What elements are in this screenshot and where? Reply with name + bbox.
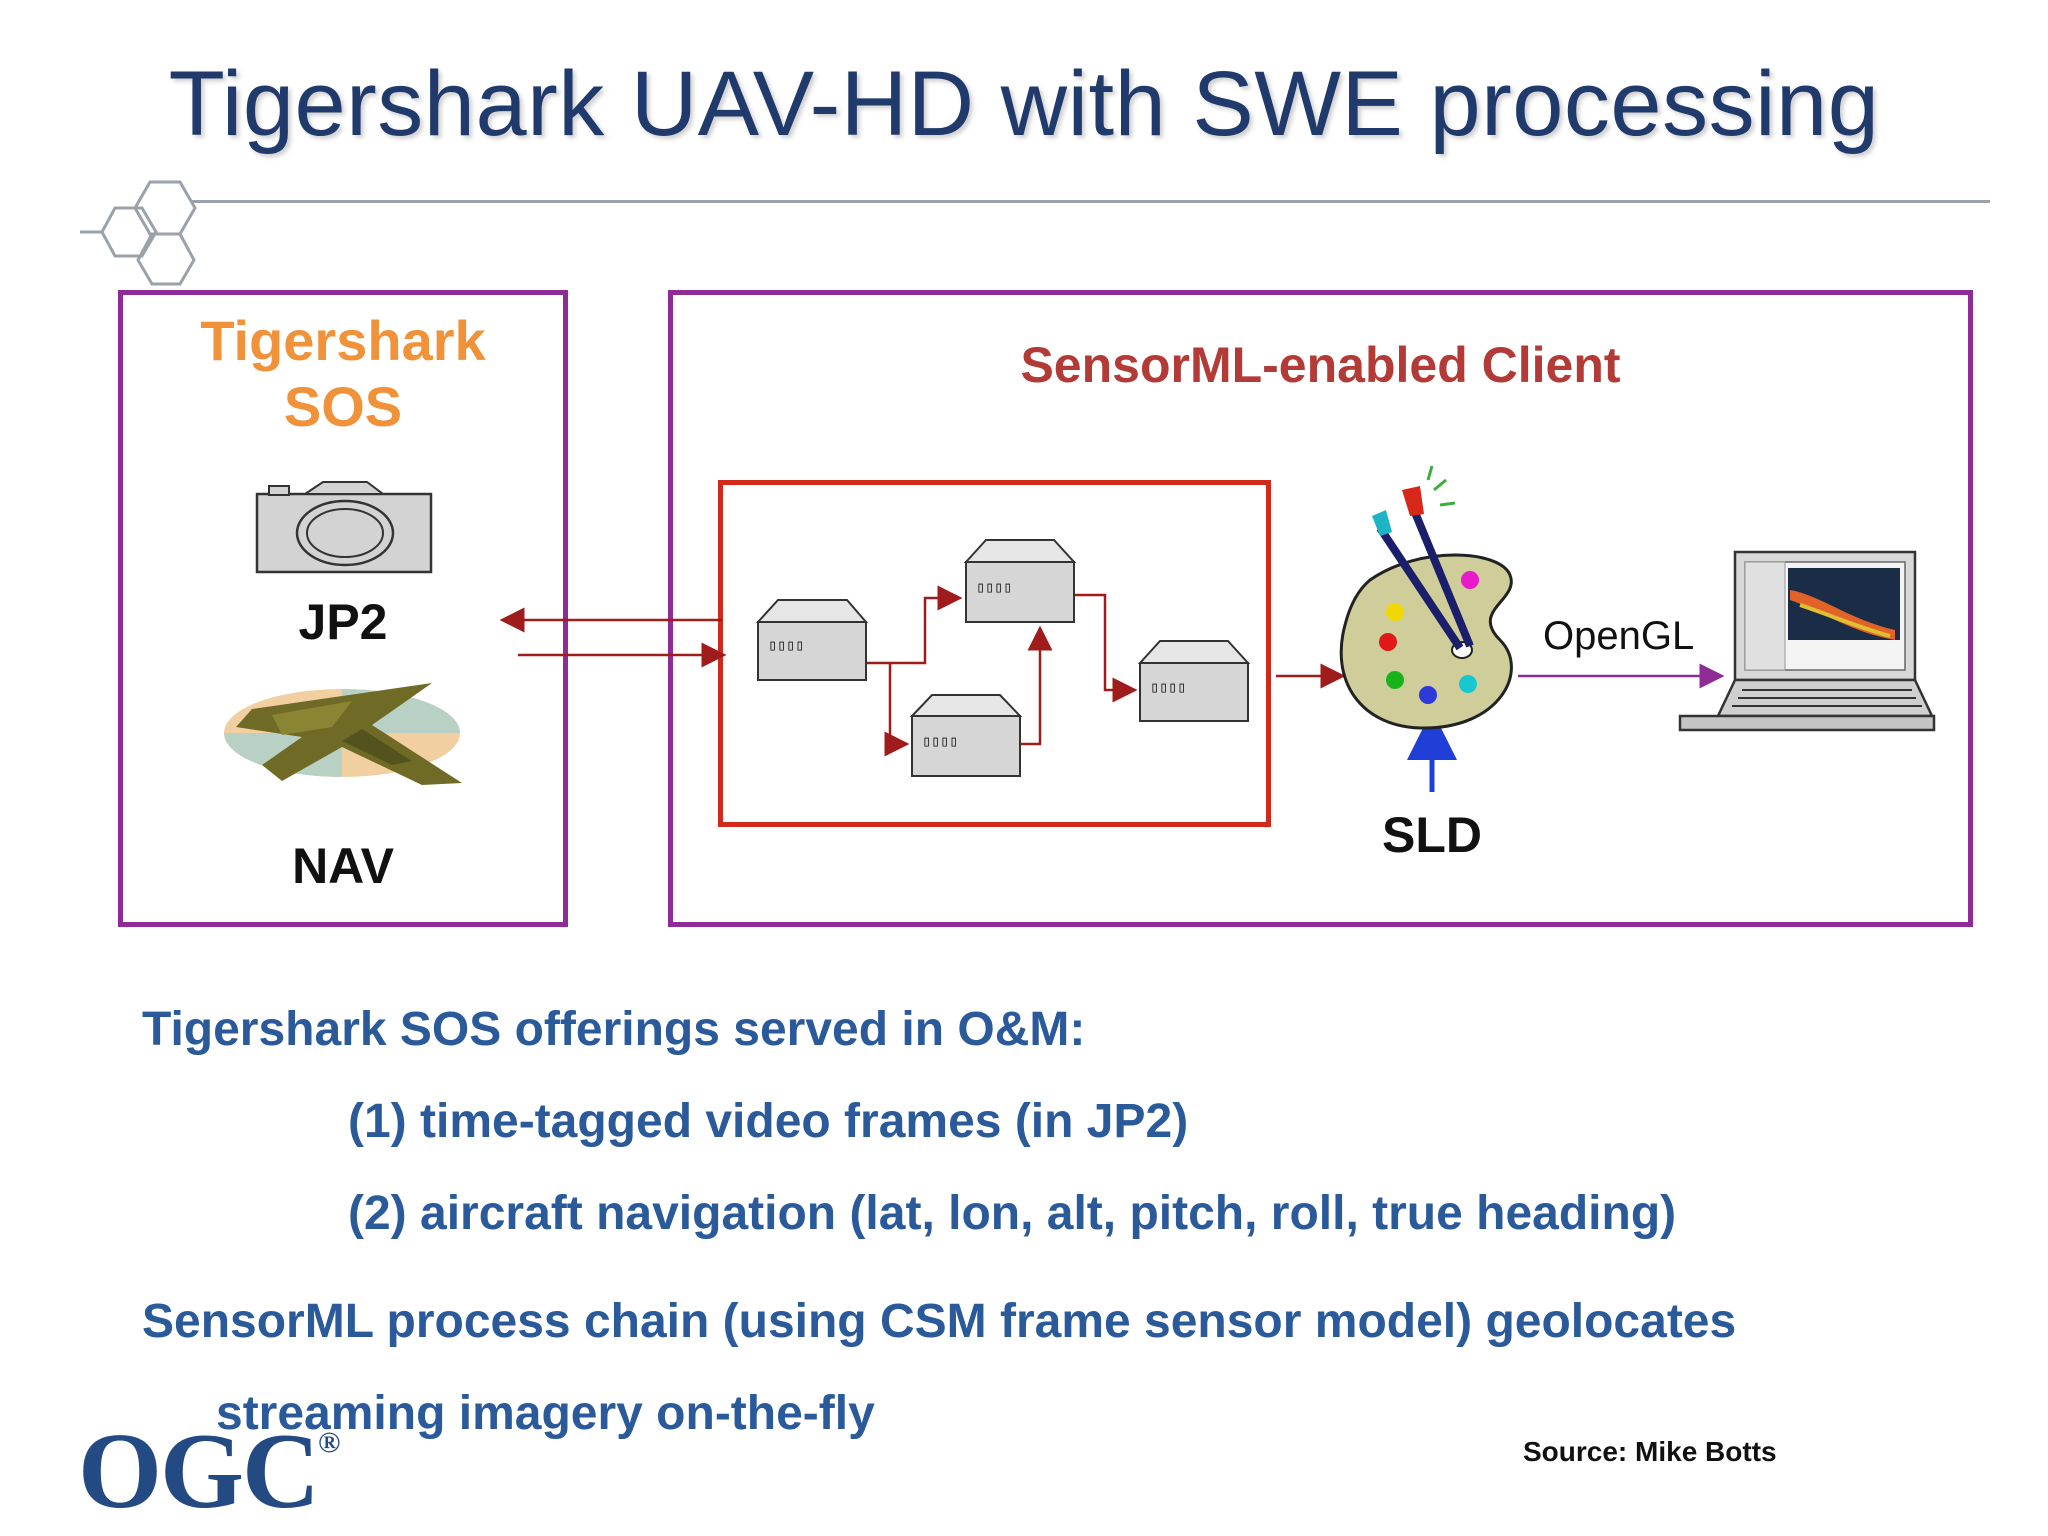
slide-title: Tigershark UAV-HD with SWE processing bbox=[168, 53, 1880, 155]
bullet-sos-offerings: Tigershark SOS offerings served in O&M: bbox=[142, 1003, 1086, 1056]
aircraft-nav-icon bbox=[224, 683, 462, 785]
camera-icon bbox=[255, 481, 433, 574]
sensorml-client-panel bbox=[668, 290, 1973, 927]
bullet-process-chain-line1: SensorML process chain (using CSM frame … bbox=[142, 1295, 1737, 1348]
tigershark-sos-panel bbox=[118, 290, 568, 927]
process-box-4-label: ▯▯▯▯ bbox=[1150, 678, 1187, 696]
opengl-label: OpenGL bbox=[1543, 614, 1695, 658]
source-credit: Source: Mike Botts bbox=[1523, 1436, 1777, 1467]
ogc-logo: OGC® bbox=[78, 1418, 340, 1526]
jp2-label: JP2 bbox=[298, 594, 388, 650]
palette-icon bbox=[1339, 465, 1513, 730]
process-box-2 bbox=[963, 539, 1077, 623]
process-box-4 bbox=[1137, 640, 1251, 722]
bullet-video-frames: (1) time-tagged video frames (in JP2) bbox=[348, 1095, 1189, 1148]
ogc-logo-text: OGC bbox=[78, 1412, 320, 1531]
process-box-3 bbox=[909, 694, 1023, 777]
nav-label: NAV bbox=[292, 838, 394, 894]
process-box-1 bbox=[755, 599, 869, 681]
bullet-aircraft-navigation: (2) aircraft navigation (lat, lon, alt, … bbox=[348, 1187, 1677, 1240]
sos-title-line1: Tigershark bbox=[200, 309, 486, 372]
sld-label: SLD bbox=[1382, 807, 1482, 863]
ogc-registered-mark: ® bbox=[318, 1426, 340, 1459]
sos-title-line2: SOS bbox=[283, 375, 403, 438]
client-title: SensorML-enabled Client bbox=[1020, 337, 1621, 393]
title-divider bbox=[190, 200, 1990, 203]
process-box-2-label: ▯▯▯▯ bbox=[976, 578, 1013, 596]
process-box-3-label: ▯▯▯▯ bbox=[922, 732, 959, 750]
hexagon-logo-icon bbox=[80, 180, 197, 286]
laptop-icon bbox=[1678, 550, 1936, 732]
bullet-process-chain-line2: streaming imagery on-the-fly bbox=[216, 1387, 875, 1440]
process-box-1-label: ▯▯▯▯ bbox=[768, 636, 805, 654]
